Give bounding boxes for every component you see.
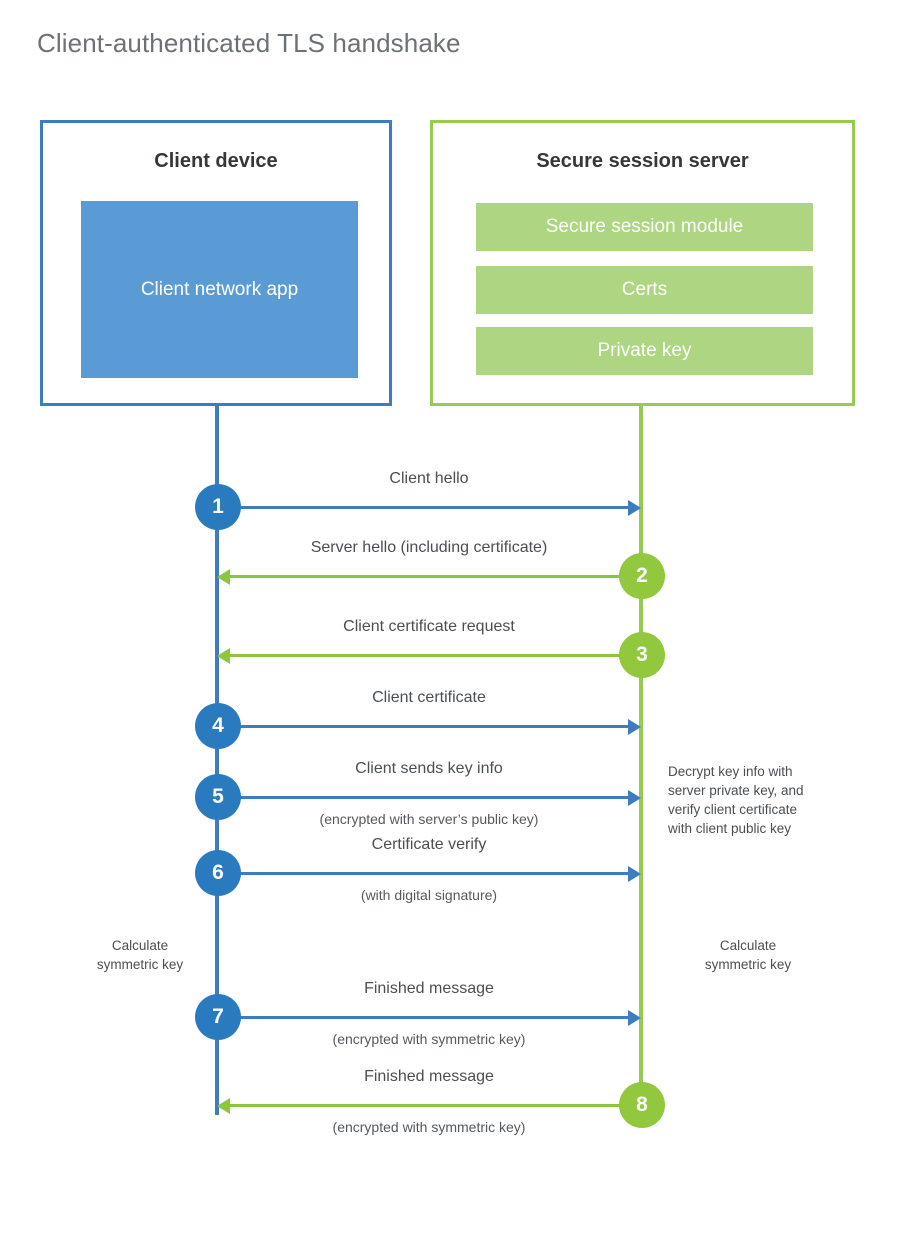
page-title: Client-authenticated TLS handshake <box>37 28 461 58</box>
message-sublabel: (encrypted with symmetric key) <box>332 1119 526 1135</box>
message-label: Finished message <box>364 1068 494 1085</box>
actor-box-server: Secure session server Secure session mod… <box>430 120 855 406</box>
actor-box-client: Client device Client network app <box>40 120 392 406</box>
arrow-head-right-icon <box>628 500 641 516</box>
arrow-line <box>230 575 641 578</box>
step-badge-5: 5 <box>195 774 241 820</box>
message-sublabel: (with digital signature) <box>360 887 498 903</box>
message-label: Server hello (including certificate) <box>310 539 548 556</box>
lifeline-client <box>215 406 219 1115</box>
server-component-secure-session-module: Secure session module <box>476 203 813 251</box>
arrow-head-left-icon <box>217 648 230 664</box>
step-number: 3 <box>636 643 648 666</box>
server-component-certs: Certs <box>476 266 813 314</box>
client-network-app-component: Client network app <box>81 201 358 378</box>
step-badge-3: 3 <box>619 632 665 678</box>
server-component-label: Private key <box>597 340 692 361</box>
step-number: 7 <box>212 1005 224 1028</box>
server-component-private-key: Private key <box>476 327 813 375</box>
step-badge-6: 6 <box>195 850 241 896</box>
note-server-decrypt: Decrypt key info with server private key… <box>668 764 804 836</box>
arrow-line <box>217 506 628 509</box>
step-badge-4: 4 <box>195 703 241 749</box>
step-badge-2: 2 <box>619 553 665 599</box>
arrow-line <box>230 1104 641 1107</box>
message-label: Certificate verify <box>371 836 487 853</box>
message-label: Client hello <box>389 470 469 487</box>
arrow-head-right-icon <box>628 790 641 806</box>
note-server-calculate-symmetric-key: Calculate symmetric key <box>704 938 792 972</box>
step-number: 2 <box>636 564 648 587</box>
message-label: Finished message <box>364 980 494 997</box>
arrow-line <box>217 796 628 799</box>
step-number: 5 <box>212 785 224 808</box>
step-badge-1: 1 <box>195 484 241 530</box>
step-badge-8: 8 <box>619 1082 665 1128</box>
arrow-line <box>217 1016 628 1019</box>
message-label: Client sends key info <box>355 760 503 777</box>
arrow-line <box>217 872 628 875</box>
arrow-line <box>230 654 641 657</box>
arrow-head-right-icon <box>628 1010 641 1026</box>
server-component-label: Secure session module <box>545 216 744 237</box>
note-client-calculate-symmetric-key: Calculate symmetric key <box>96 938 184 972</box>
actor-title-client: Client device <box>154 150 278 172</box>
arrow-head-left-icon <box>217 1098 230 1114</box>
actor-title-server: Secure session server <box>536 150 749 172</box>
arrow-head-right-icon <box>628 866 641 882</box>
message-sublabel: (encrypted with server’s public key) <box>319 811 539 827</box>
arrow-head-left-icon <box>217 569 230 585</box>
arrow-line <box>217 725 628 728</box>
step-badge-7: 7 <box>195 994 241 1040</box>
server-component-label: Certs <box>621 279 668 300</box>
step-number: 6 <box>212 861 224 884</box>
message-label: Client certificate request <box>343 618 515 635</box>
client-network-app-label: Client network app <box>140 278 299 300</box>
message-label: Client certificate <box>372 689 486 706</box>
arrow-head-right-icon <box>628 719 641 735</box>
lifeline-server <box>639 406 643 1106</box>
message-sublabel: (encrypted with symmetric key) <box>332 1031 526 1047</box>
step-number: 4 <box>212 714 224 737</box>
step-number: 1 <box>212 495 224 518</box>
step-number: 8 <box>636 1093 648 1116</box>
